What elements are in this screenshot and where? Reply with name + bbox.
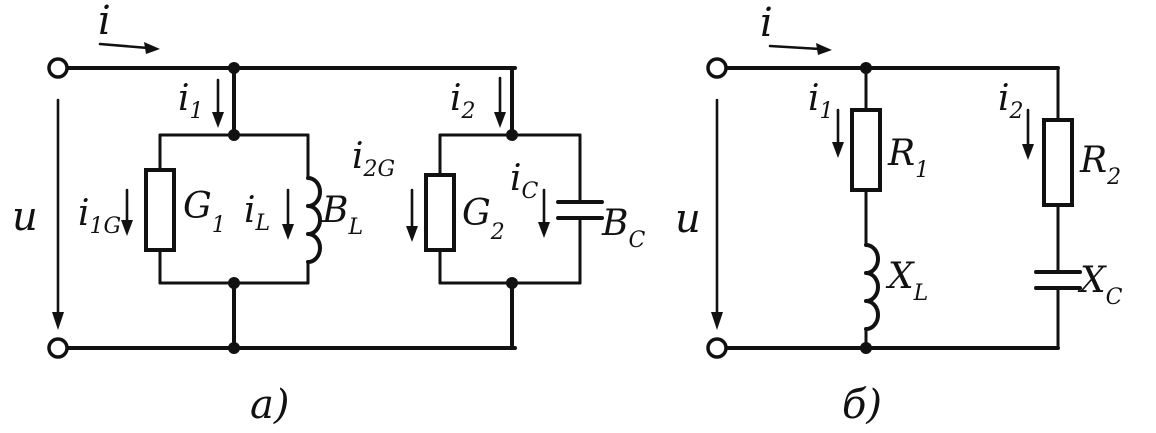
a-caption: а) (250, 382, 289, 428)
b-label-u: u (675, 196, 701, 242)
a-label-i2g: i2G (352, 136, 395, 182)
a-junction-1-bottom (228, 277, 240, 289)
a-junction-bottom-1 (228, 342, 240, 354)
diagram-a: i u i1 i2 i1G G1 iL BL i2G G2 iC BC а) (12, 0, 645, 428)
b-terminal-top (706, 57, 728, 79)
b-label-i: i (760, 0, 773, 46)
b-label-xc: XC (1077, 260, 1123, 310)
a-label-ic: iC (510, 158, 539, 204)
a-arrow-u (52, 98, 64, 330)
a-conductance-g2 (424, 173, 456, 252)
b-arrow-i1 (832, 108, 844, 158)
b-label-r2: R2 (1079, 140, 1121, 190)
a-label-g1: G1 (183, 186, 226, 238)
a-label-i1: i1 (178, 78, 204, 124)
a-arrow-i2 (494, 76, 506, 128)
a-terminal-bottom (47, 337, 69, 359)
a-arrow-i1 (212, 78, 224, 128)
a-arrow-i (98, 42, 160, 54)
a-conductance-g1 (144, 168, 176, 252)
a-junction-top-1 (228, 62, 240, 74)
b-label-xl: XL (885, 256, 928, 306)
b-resistor-r1 (850, 108, 882, 192)
a-label-bc: BC (601, 203, 645, 253)
a-label-i2: i2 (450, 78, 476, 124)
a-arrow-il (282, 188, 294, 240)
a-label-u: u (12, 194, 38, 240)
a-junction-2-bottom (506, 277, 518, 289)
a-inductor-bl (306, 176, 322, 264)
a-label-il: iL (244, 190, 270, 236)
a-terminal-top (47, 57, 69, 79)
a-label-i: i (98, 0, 111, 44)
b-label-i1: i1 (808, 78, 834, 124)
b-resistor-r2 (1042, 118, 1074, 207)
a-arrow-i2g (406, 188, 418, 242)
b-arrow-i (768, 43, 832, 55)
b-terminal-bottom (706, 337, 728, 359)
a-arrow-i1g (121, 188, 133, 236)
b-label-r1: R1 (887, 133, 929, 183)
a-label-i1g: i1G (78, 193, 121, 239)
b-arrow-u (711, 98, 723, 330)
b-inductor-xl (864, 243, 880, 331)
a-arrow-ic (538, 188, 550, 238)
a-label-g2: G2 (462, 193, 505, 245)
b-arrow-i2 (1022, 108, 1034, 160)
a-label-bl: BL (321, 190, 363, 240)
diagram-b: i u i1 i2 R1 R2 XL XC б) (675, 0, 1123, 428)
b-caption: б) (842, 382, 882, 428)
b-label-i2: i2 (998, 78, 1024, 124)
